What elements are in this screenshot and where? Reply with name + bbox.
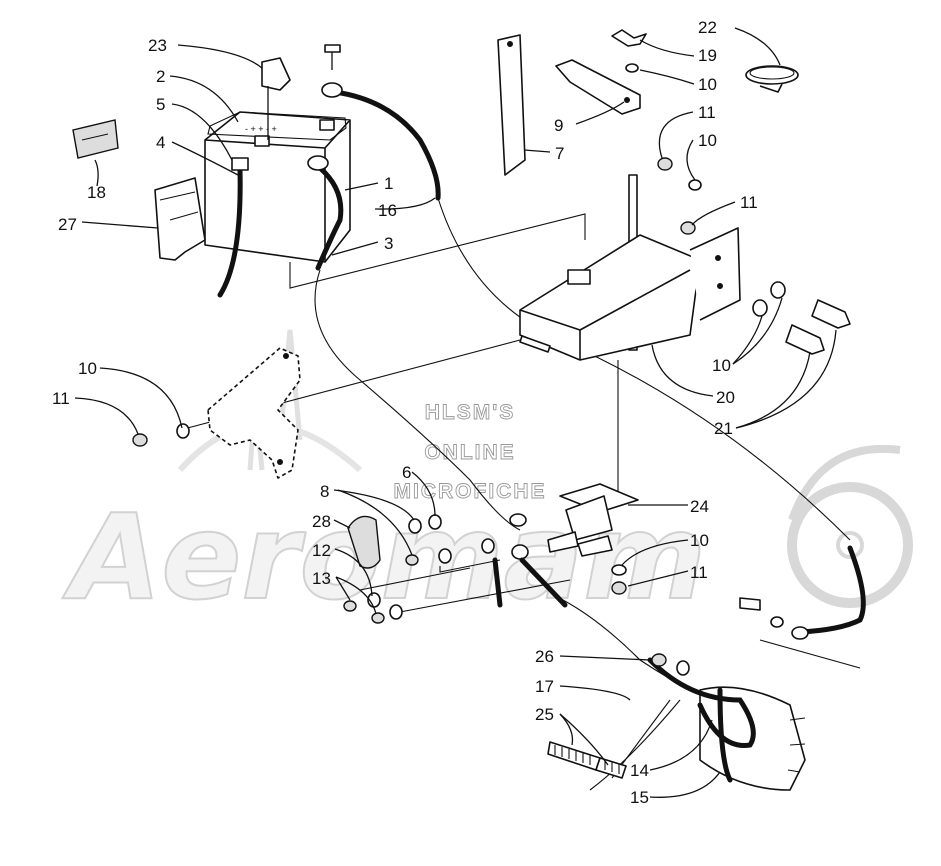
callout-6: 6 xyxy=(402,463,411,482)
watermark-logo: Aeromam xyxy=(61,329,913,627)
callout-17: 17 xyxy=(535,677,554,696)
leader-lines xyxy=(74,27,837,798)
callout-1: 1 xyxy=(384,174,393,193)
callout-11-a: 11 xyxy=(698,103,716,122)
callout-11-c: 11 xyxy=(52,389,70,408)
callout-18: 18 xyxy=(87,183,106,202)
positive-cable xyxy=(321,44,441,201)
terminal-cover xyxy=(347,515,381,569)
callout-24: 24 xyxy=(690,497,709,516)
callout-13: 13 xyxy=(312,569,331,588)
callout-11-d: 11 xyxy=(690,563,708,582)
callout-11-b: 11 xyxy=(740,193,758,212)
cable-clamp xyxy=(745,65,799,93)
callout-3: 3 xyxy=(384,234,393,253)
fasteners-lower xyxy=(611,564,627,595)
callout-28: 28 xyxy=(312,512,331,531)
watermark-text: HLSM'S ONLINE MICROFICHE xyxy=(393,401,547,504)
fasteners-right xyxy=(657,157,851,355)
callout-22: 22 xyxy=(698,18,717,37)
callout-26: 26 xyxy=(535,647,554,666)
callout-8: 8 xyxy=(320,482,329,501)
starter-solenoid xyxy=(509,483,639,557)
callout-12: 12 xyxy=(312,541,331,560)
callout-25: 25 xyxy=(535,705,554,724)
callout-2: 2 xyxy=(156,67,165,86)
callout-9: 9 xyxy=(554,116,563,135)
terminal-boot xyxy=(261,57,291,140)
battery-bracket xyxy=(555,59,641,115)
callout-21: 21 xyxy=(714,419,733,438)
callout-labels: 23 2 5 4 18 27 1 16 3 7 9 22 19 10 11 10… xyxy=(52,18,758,807)
svg-text:- + + - +: - + + - + xyxy=(245,124,277,134)
watermark-line-1: HLSM'S xyxy=(425,401,516,424)
battery-tray xyxy=(519,227,741,361)
callout-10-a: 10 xyxy=(698,75,717,94)
battery: - + + - + xyxy=(204,111,351,263)
callout-20: 20 xyxy=(716,388,735,407)
callout-10-b: 10 xyxy=(698,131,717,150)
wing-nut xyxy=(611,29,647,73)
callout-10-c: 10 xyxy=(712,356,731,375)
callout-7: 7 xyxy=(555,144,564,163)
battery-label-sticker xyxy=(72,119,119,159)
callout-10-e: 10 xyxy=(690,531,709,550)
battery-pad xyxy=(154,177,206,261)
callout-4: 4 xyxy=(156,133,165,152)
ground-cable xyxy=(739,545,866,640)
callout-16: 16 xyxy=(378,201,397,220)
watermark-line-3: MICROFICHE xyxy=(394,480,547,503)
mount-bracket xyxy=(132,347,301,479)
callout-5: 5 xyxy=(156,95,165,114)
vent-tube xyxy=(217,157,249,298)
starter-motor xyxy=(547,653,806,791)
fasteners-middle xyxy=(343,514,568,624)
callout-19: 19 xyxy=(698,46,717,65)
callout-15: 15 xyxy=(630,788,649,807)
negative-cable xyxy=(307,155,344,271)
callout-23: 23 xyxy=(148,36,167,55)
watermark-line-2: ONLINE xyxy=(424,441,515,464)
callout-14: 14 xyxy=(630,761,649,780)
hold-down-strap xyxy=(497,34,526,176)
callout-27: 27 xyxy=(58,215,77,234)
callout-10-d: 10 xyxy=(78,359,97,378)
